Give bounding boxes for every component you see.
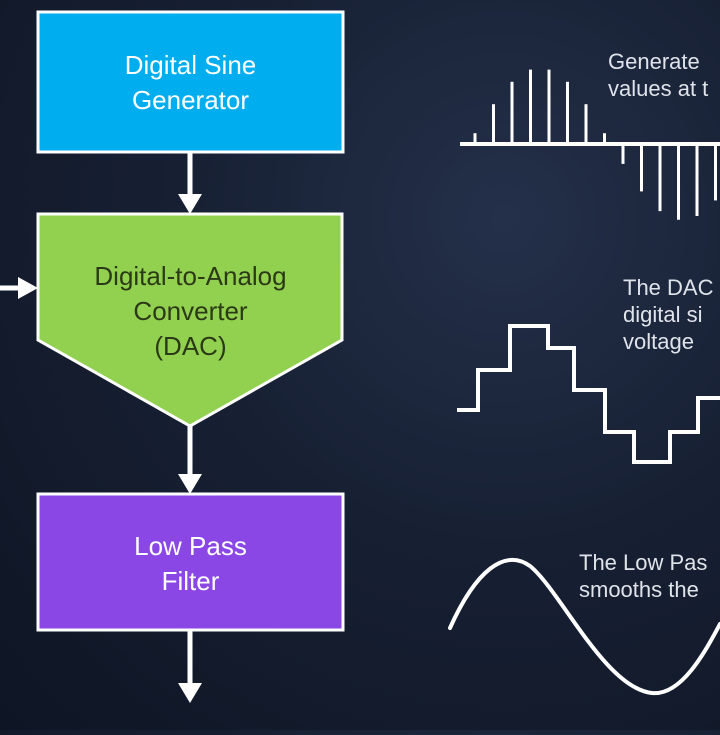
dac-label: Digital-to-Analog Converter (DAC) bbox=[94, 261, 287, 361]
filter-label: Low Pass Filter bbox=[134, 531, 247, 596]
generator-block bbox=[36, 10, 345, 154]
arrow-generator-to-dac bbox=[178, 153, 202, 214]
dac-block bbox=[36, 212, 344, 428]
arrow-input-to-dac bbox=[0, 277, 38, 299]
dac-staircase-waveform bbox=[457, 324, 720, 464]
filter-block bbox=[36, 492, 345, 632]
generate-annotation: Generate values at t bbox=[608, 49, 709, 101]
sample-stems bbox=[473, 69, 717, 220]
arrow-dac-to-filter bbox=[178, 426, 202, 494]
generator-label: Digital Sine Generator bbox=[124, 50, 257, 115]
dac-annotation: The DAC digital si voltage bbox=[623, 275, 714, 354]
arrow-filter-output bbox=[178, 631, 202, 703]
smoothed-sine-waveform bbox=[448, 557, 720, 696]
filter-annotation: The Low Pas smooths the bbox=[579, 550, 708, 602]
sampled-sine-waveform bbox=[460, 69, 720, 220]
